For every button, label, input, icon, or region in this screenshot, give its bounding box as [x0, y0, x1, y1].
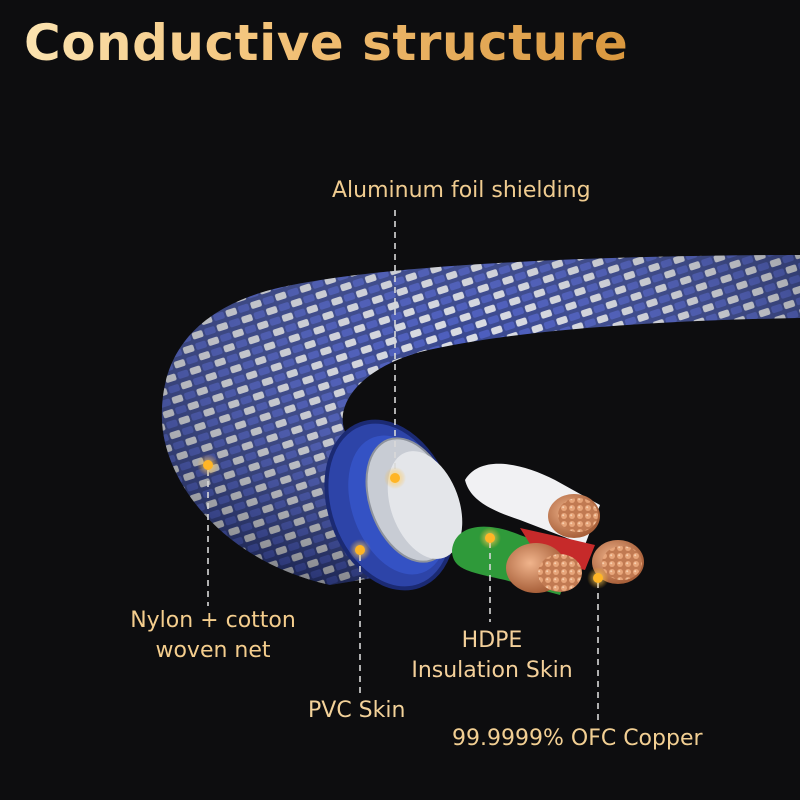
- label-hdpe-line1: HDPE: [461, 628, 523, 653]
- copper-strands-right: [602, 546, 642, 580]
- label-nylon-line1: Nylon + cotton: [130, 608, 296, 633]
- red-insulation-core: [520, 528, 595, 570]
- page-title: Conductive structure: [24, 14, 629, 72]
- cable-shading: [161, 255, 800, 585]
- label-hdpe-line2: Insulation Skin: [411, 658, 573, 683]
- label-aluminum-foil-shielding: Aluminum foil shielding: [332, 178, 591, 203]
- copper-strands-top: [558, 498, 598, 532]
- marker-aluminum: [390, 473, 400, 483]
- label-pvc-skin: PVC Skin: [308, 698, 406, 723]
- inner-fiber-layer: [387, 451, 463, 559]
- marker-nylon: [203, 460, 213, 470]
- label-nylon-line2: woven net: [155, 638, 271, 663]
- label-hdpe-insulation-skin: HDPE Insulation Skin: [392, 626, 592, 686]
- copper-strands-middle: [538, 554, 582, 592]
- marker-pvc: [355, 545, 365, 555]
- label-nylon-cotton-woven-net: Nylon + cotton woven net: [98, 606, 328, 666]
- label-ofc-copper: 99.9999% OFC Copper: [452, 726, 703, 751]
- marker-hdpe: [485, 533, 495, 543]
- marker-ofc: [593, 573, 603, 583]
